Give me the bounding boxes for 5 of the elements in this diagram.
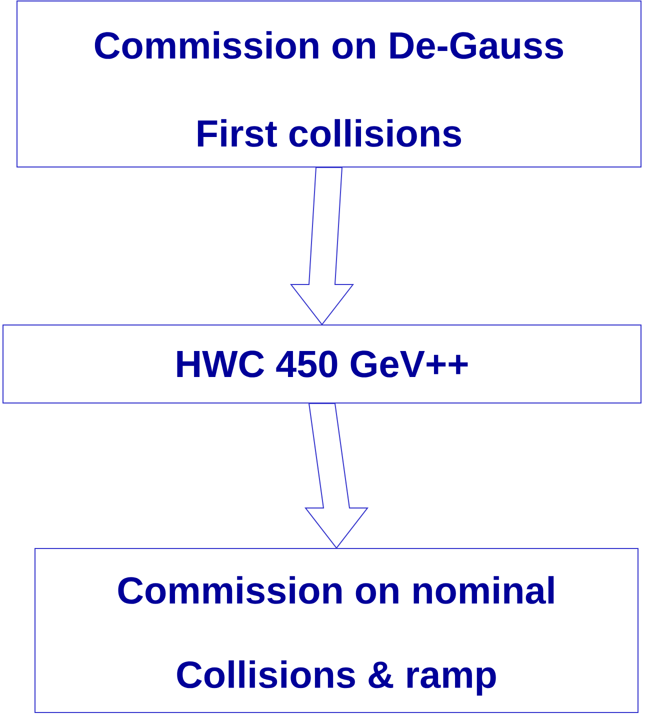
process-box: Commission on De-Gauss First collisions [16,0,642,168]
block-arrow [304,403,369,549]
block-arrow [290,167,354,326]
process-box: Commission on nominal Collisions & ramp [34,548,638,713]
process-box: HWC 450 GeV++ [2,324,642,404]
